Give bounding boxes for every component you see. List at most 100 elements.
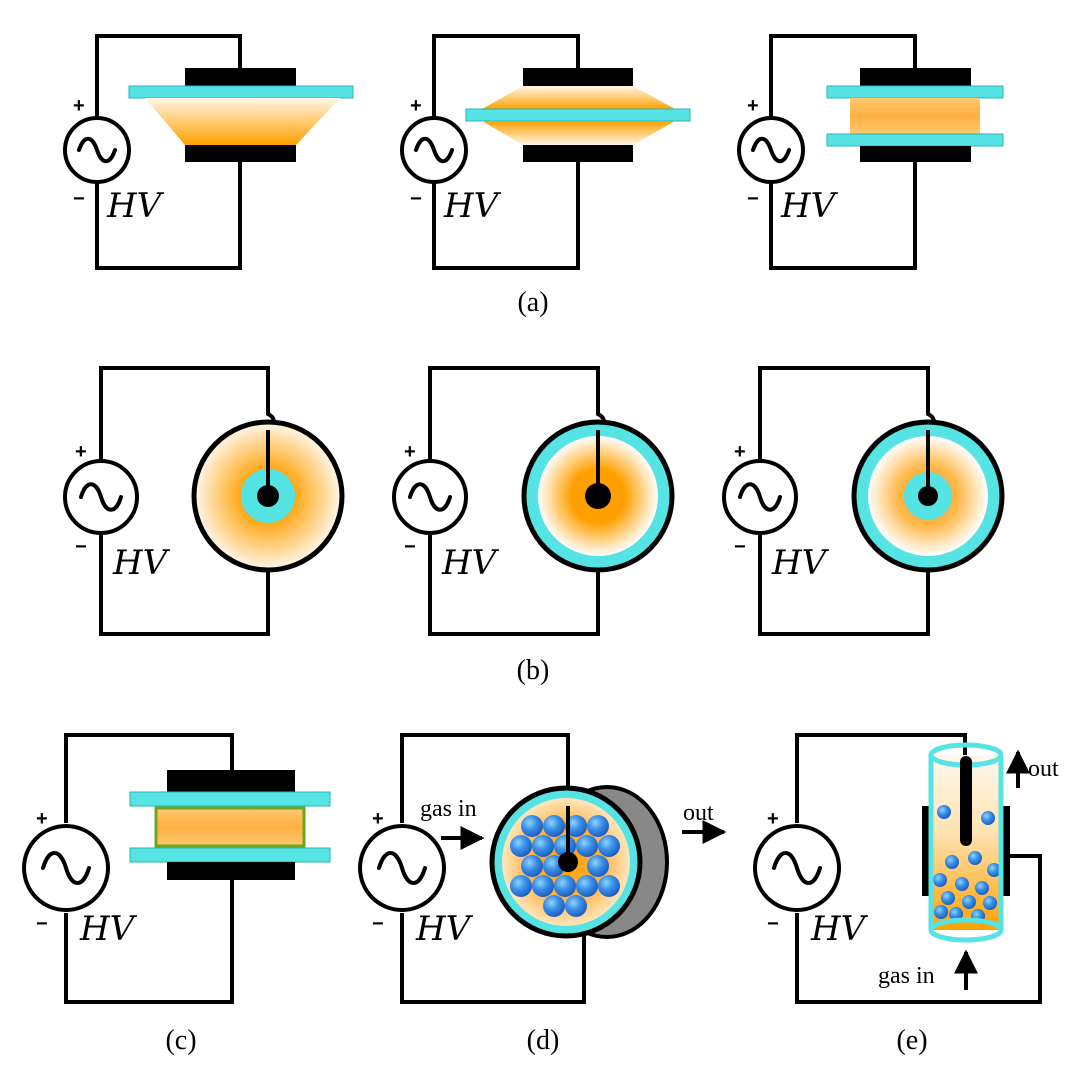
minus-sign: − bbox=[36, 913, 48, 935]
inner-electrode bbox=[558, 852, 578, 872]
inner-electrode bbox=[918, 486, 938, 506]
top-electrode bbox=[860, 68, 971, 86]
packing-bead bbox=[945, 855, 959, 869]
hv-label: HV bbox=[112, 543, 171, 583]
packing-bead bbox=[543, 895, 565, 917]
plus-sign: + bbox=[36, 808, 48, 830]
panel-e: + − HV out gas in bbox=[753, 733, 1059, 1004]
out-label: out bbox=[1028, 756, 1059, 782]
gas-in-label: gas in bbox=[878, 963, 935, 989]
packing-bead bbox=[510, 835, 532, 857]
hv-label: HV bbox=[79, 909, 138, 949]
minus-sign: − bbox=[75, 536, 87, 558]
packing-bead bbox=[598, 875, 620, 897]
top-electrode bbox=[167, 770, 295, 792]
hv-label: HV bbox=[106, 186, 165, 226]
ac-source-icon bbox=[392, 459, 468, 535]
top-electrode bbox=[523, 68, 633, 86]
hv-label: HV bbox=[441, 543, 500, 583]
dielectric-barrier bbox=[128, 85, 354, 99]
panel-a1: + − HV bbox=[63, 34, 354, 270]
tube-bottom-rim bbox=[928, 917, 1004, 943]
packing-bead bbox=[968, 851, 982, 865]
ac-source-icon bbox=[22, 824, 110, 912]
packing-bead bbox=[983, 896, 997, 910]
ac-source-icon bbox=[63, 116, 131, 184]
hv-label: HV bbox=[780, 186, 839, 226]
dielectric-tube bbox=[928, 755, 1004, 930]
dielectric-barrier-top bbox=[826, 85, 1004, 99]
ac-source-icon bbox=[63, 459, 139, 535]
hv-label: HV bbox=[443, 186, 502, 226]
plus-sign: + bbox=[734, 441, 746, 463]
inner-electrode bbox=[960, 756, 972, 846]
minus-sign: − bbox=[767, 913, 779, 935]
packing-bead bbox=[510, 875, 532, 897]
packing-bead bbox=[981, 811, 995, 825]
plasma-region-lower bbox=[482, 121, 675, 145]
hv-label: HV bbox=[771, 543, 830, 583]
panel-b2: + − HV bbox=[392, 366, 675, 636]
plus-sign: + bbox=[767, 808, 779, 830]
bottom-electrode bbox=[523, 145, 633, 162]
panel-a2: + − HV bbox=[400, 34, 691, 270]
inner-electrode bbox=[585, 483, 611, 509]
caption-a: (a) bbox=[517, 287, 548, 318]
out-label: out bbox=[683, 800, 714, 826]
packing-bead bbox=[543, 815, 565, 837]
panel-b3: + − HV bbox=[722, 366, 1005, 636]
packing-beads bbox=[933, 805, 1001, 923]
plasma-region-upper bbox=[482, 86, 675, 109]
caption-d: (d) bbox=[527, 1025, 560, 1056]
caption-c: (c) bbox=[165, 1025, 196, 1056]
packing-bead bbox=[598, 835, 620, 857]
packing-bead bbox=[521, 855, 543, 877]
plus-sign: + bbox=[410, 95, 422, 117]
minus-sign: − bbox=[404, 536, 416, 558]
packing-bead bbox=[587, 855, 609, 877]
ac-source-icon bbox=[722, 459, 798, 535]
inner-electrode bbox=[257, 485, 279, 507]
plasma-region bbox=[850, 98, 980, 134]
packing-bead bbox=[975, 881, 989, 895]
packing-bead bbox=[941, 891, 955, 905]
packing-bead bbox=[576, 875, 598, 897]
hv-label: HV bbox=[415, 909, 474, 949]
plus-sign: + bbox=[73, 95, 85, 117]
packing-bead bbox=[949, 907, 963, 921]
packing-bead bbox=[532, 875, 554, 897]
panel-c: + − HV bbox=[22, 733, 331, 1004]
panel-a3: + − HV bbox=[737, 34, 1004, 270]
dielectric-barrier-bottom bbox=[826, 133, 1004, 147]
panel-d: + − HV gas in out bbox=[358, 733, 727, 1004]
minus-sign: − bbox=[747, 188, 759, 210]
outer-electrode-left bbox=[922, 806, 930, 896]
dielectric-barrier bbox=[465, 108, 691, 122]
bottom-electrode bbox=[860, 146, 971, 162]
packing-bead bbox=[934, 905, 948, 919]
ac-source-icon bbox=[753, 824, 841, 912]
packing-bead bbox=[554, 835, 576, 857]
minus-sign: − bbox=[410, 188, 422, 210]
packing-bead bbox=[521, 815, 543, 837]
packing-bead bbox=[565, 815, 587, 837]
bottom-electrode bbox=[167, 862, 295, 880]
packing-bead bbox=[987, 863, 1001, 877]
hv-label: HV bbox=[810, 909, 869, 949]
outer-electrode-right bbox=[1002, 806, 1010, 896]
ac-source-icon bbox=[737, 116, 805, 184]
caption-e: (e) bbox=[896, 1025, 927, 1056]
top-electrode bbox=[185, 68, 296, 86]
ac-source-icon bbox=[400, 116, 468, 184]
gas-in-label: gas in bbox=[420, 796, 477, 822]
caption-b: (b) bbox=[517, 655, 550, 686]
minus-sign: − bbox=[734, 536, 746, 558]
packing-bead bbox=[937, 805, 951, 819]
packing-bead bbox=[962, 895, 976, 909]
panel-b1: + − HV bbox=[63, 366, 345, 636]
dielectric-barrier-top bbox=[129, 791, 331, 807]
packing-bead bbox=[955, 877, 969, 891]
packing-beads bbox=[510, 815, 620, 917]
plus-sign: + bbox=[404, 441, 416, 463]
